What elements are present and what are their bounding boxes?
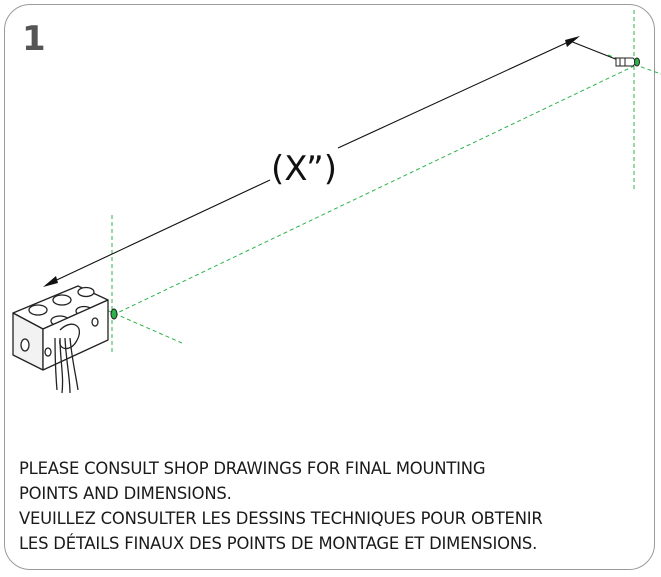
note-fr-line-1: VEUILLEZ CONSULTER LES DESSINS TECHNIQUE…: [19, 509, 543, 528]
arrow-right: [565, 36, 580, 47]
arrow-left: [43, 276, 58, 287]
step-number: 1: [22, 19, 46, 59]
junction-box-icon: [12, 285, 109, 394]
extension-line-right: [569, 40, 619, 61]
guide-horizontal-left: [94, 304, 183, 344]
box-anchor-icon: [110, 308, 118, 320]
dimension-line: [45, 37, 619, 286]
dimension-label: (X”): [271, 149, 337, 189]
mounting-notes: PLEASE CONSULT SHOP DRAWINGS FOR FINAL M…: [19, 456, 659, 556]
anchor-screw-icon: [615, 57, 640, 67]
guide-lines: [94, 10, 661, 355]
note-fr-line-2: LES DÉTAILS FINAUX DES POINTS DE MONTAGE…: [19, 534, 538, 553]
note-en-line-2: POINTS AND DIMENSIONS.: [19, 484, 232, 503]
note-en-line-1: PLEASE CONSULT SHOP DRAWINGS FOR FINAL M…: [19, 459, 486, 478]
guide-diagonal: [112, 65, 635, 316]
